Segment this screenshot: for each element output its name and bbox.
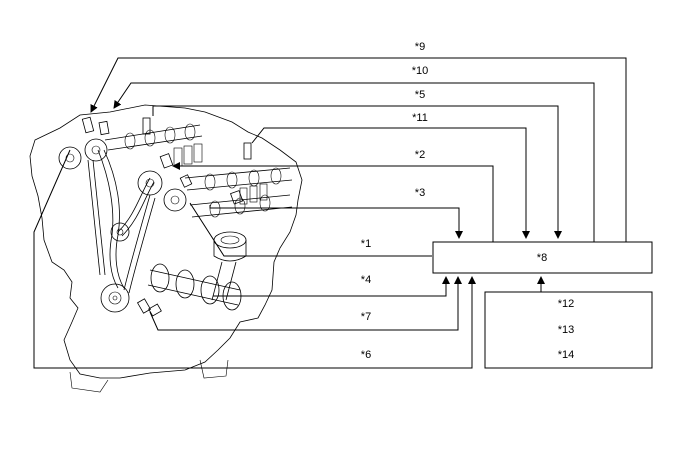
callout-9: *9 [415, 41, 425, 53]
wire-11 [251, 127, 530, 239]
ecm-box [432, 241, 653, 274]
callout-4: *4 [361, 274, 371, 286]
callout-3: *3 [415, 187, 425, 199]
wiring [33, 57, 627, 369]
callout-13: *13 [558, 324, 575, 336]
callout-7: *7 [361, 311, 371, 323]
callout-8: *8 [537, 252, 547, 264]
wire-4 [213, 276, 450, 297]
callout-12: *12 [558, 298, 575, 310]
callout-2: *2 [415, 149, 425, 161]
engine-illustration [29, 104, 303, 393]
wire-1 [189, 202, 432, 257]
wire-7 [149, 276, 462, 331]
wire-5 [152, 105, 562, 239]
callout-5: *5 [415, 89, 425, 101]
wire-10 [113, 82, 595, 242]
callout-10: *10 [412, 65, 429, 77]
wire-6 [33, 149, 476, 369]
sensor-group-box [484, 291, 653, 369]
wire-3 [209, 205, 463, 239]
wire-2 [172, 162, 494, 242]
callout-6: *6 [361, 349, 371, 361]
callout-14: *14 [558, 349, 575, 361]
wire-9 [90, 57, 627, 242]
callout-11: *11 [412, 112, 428, 124]
callout-1: *1 [361, 238, 371, 250]
